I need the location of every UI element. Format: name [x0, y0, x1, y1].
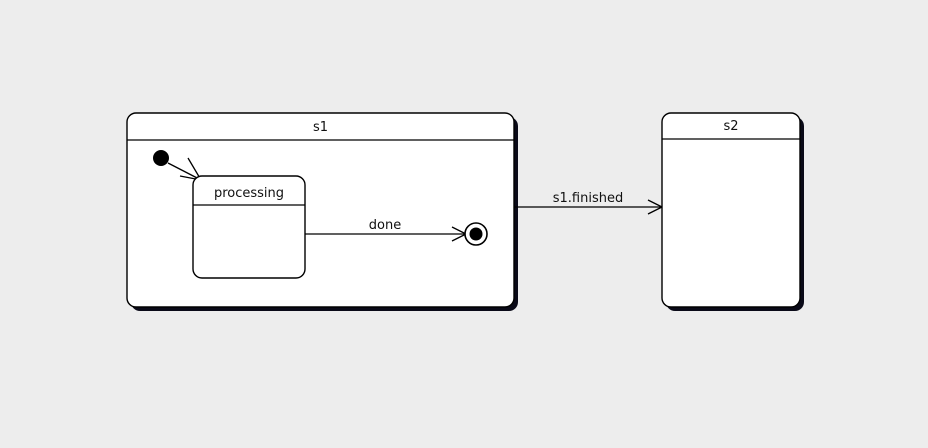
state-s1-body[interactable]	[126, 112, 515, 308]
state-s1-label: s1	[313, 120, 328, 135]
transition-done[interactable]: done	[305, 218, 467, 242]
final-state-inner-circle-icon	[469, 227, 483, 241]
final-state-marker[interactable]	[464, 222, 488, 246]
transition-s1-finished[interactable]: s1.finished	[514, 191, 663, 215]
transition-done-label: done	[369, 218, 401, 233]
transition-s1-finished-label: s1.finished	[553, 191, 623, 206]
initial-state-circle-icon[interactable]	[153, 150, 169, 166]
state-processing[interactable]: processing	[192, 175, 306, 279]
transition-s1-finished-arrowhead	[647, 199, 663, 215]
state-s2-body[interactable]	[661, 112, 801, 308]
transition-done-arrowhead	[451, 226, 467, 242]
state-s1[interactable]: s1	[126, 112, 518, 311]
transition-initial-to-processing-line[interactable]	[167, 162, 202, 181]
state-processing-label: processing	[214, 186, 284, 201]
state-processing-body[interactable]	[192, 175, 306, 279]
state-s2[interactable]: s2	[661, 112, 804, 311]
initial-state-marker[interactable]	[153, 150, 169, 166]
state-s2-label: s2	[723, 119, 738, 134]
